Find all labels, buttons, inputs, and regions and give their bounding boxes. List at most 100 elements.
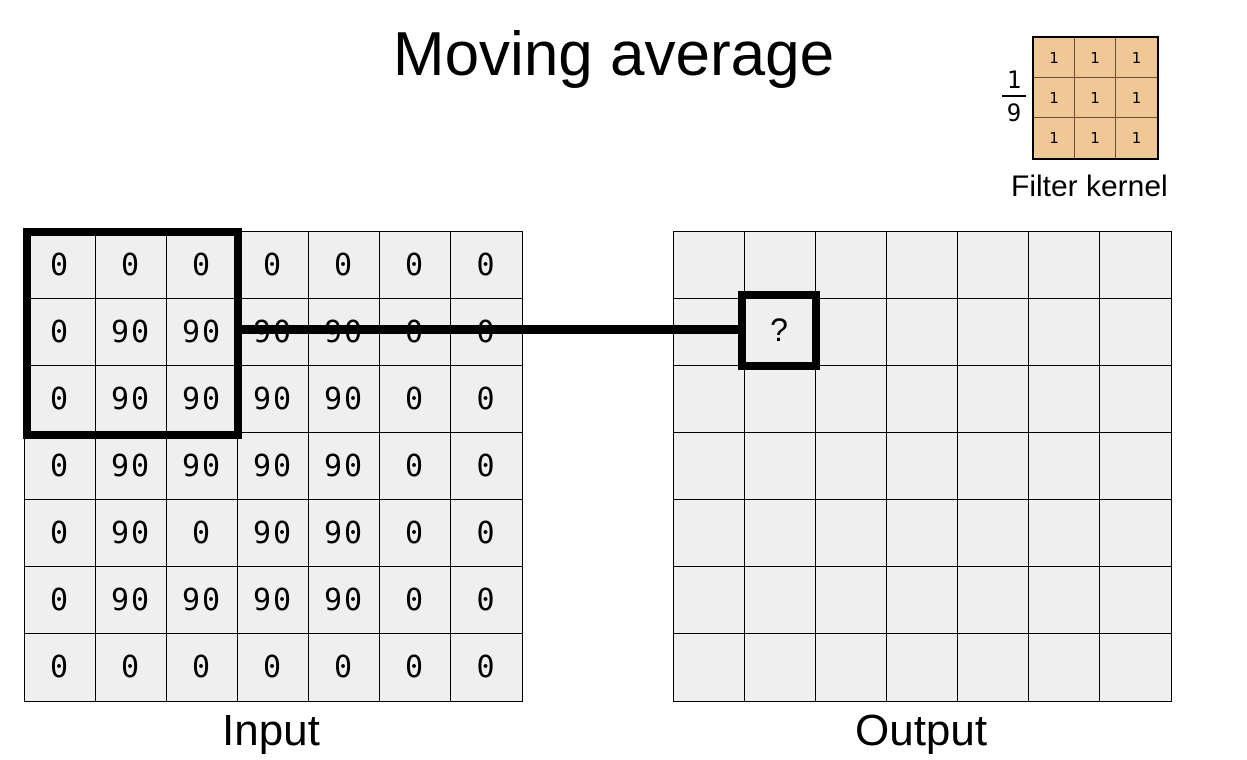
output-cell bbox=[674, 232, 745, 299]
input-cell: 0 bbox=[167, 500, 238, 567]
input-cell: 0 bbox=[451, 500, 522, 567]
input-cell: 0 bbox=[476, 650, 497, 685]
input-cell: 90 bbox=[309, 366, 380, 433]
input-cell: 0 bbox=[167, 634, 238, 701]
output-cell bbox=[887, 567, 958, 634]
fraction-bar bbox=[1002, 95, 1026, 97]
factor-denominator: 9 bbox=[1006, 99, 1022, 127]
output-cell bbox=[1029, 500, 1100, 567]
input-cell: 0 bbox=[380, 232, 451, 299]
input-cell: 0 bbox=[380, 366, 451, 433]
input-cell: 90 bbox=[167, 366, 238, 433]
output-cell bbox=[887, 634, 958, 701]
output-cell bbox=[1029, 634, 1100, 701]
output-cell bbox=[958, 433, 1029, 500]
output-cell bbox=[674, 433, 745, 500]
input-cell: 90 bbox=[238, 500, 309, 567]
output-cell bbox=[1100, 366, 1171, 433]
input-cell: 0 bbox=[380, 500, 451, 567]
input-cell: 90 bbox=[96, 500, 167, 567]
output-cell bbox=[816, 567, 887, 634]
input-cell: 0 bbox=[238, 232, 309, 299]
output-cell bbox=[816, 500, 887, 567]
input-cell: 0 bbox=[309, 634, 380, 701]
output-cell bbox=[745, 232, 816, 299]
output-cell bbox=[1029, 567, 1100, 634]
output-cell bbox=[887, 299, 958, 366]
input-cell: 0 bbox=[25, 500, 96, 567]
output-cell bbox=[958, 232, 1029, 299]
kernel-cell: 1 bbox=[1034, 38, 1075, 78]
output-cell bbox=[1100, 433, 1171, 500]
output-cell bbox=[674, 366, 745, 433]
output-cell bbox=[1029, 366, 1100, 433]
output-cell bbox=[958, 567, 1029, 634]
output-cell bbox=[887, 500, 958, 567]
output-cell bbox=[1100, 567, 1171, 634]
output-cell bbox=[816, 634, 887, 701]
input-cell: 0 bbox=[25, 634, 96, 701]
output-cell bbox=[674, 634, 745, 701]
output-cell bbox=[674, 500, 745, 567]
input-cell: 0 bbox=[238, 634, 309, 701]
kernel-cell: 1 bbox=[1116, 78, 1157, 118]
output-cell bbox=[745, 500, 816, 567]
output-cell bbox=[745, 433, 816, 500]
input-cell: 90 bbox=[309, 433, 380, 500]
input-grid: 0000000090909090000909090900009090909000… bbox=[24, 231, 523, 702]
output-cell bbox=[887, 232, 958, 299]
input-cell: 90 bbox=[238, 433, 309, 500]
input-cell: 0 bbox=[451, 433, 522, 500]
input-cell: 0 bbox=[25, 366, 96, 433]
output-cell bbox=[816, 232, 887, 299]
kernel-cell: 1 bbox=[1075, 118, 1116, 158]
output-target-cell: ? bbox=[738, 291, 820, 370]
kernel-normalization-factor: 1 9 bbox=[1000, 66, 1028, 128]
output-cell bbox=[1029, 299, 1100, 366]
factor-numerator: 1 bbox=[1006, 66, 1022, 94]
output-cell bbox=[816, 366, 887, 433]
input-cell: 90 bbox=[167, 567, 238, 634]
input-cell: 0 bbox=[380, 634, 451, 701]
input-cell: 0 bbox=[309, 232, 380, 299]
output-label: Output bbox=[855, 706, 988, 755]
kernel-cell: 1 bbox=[1075, 38, 1116, 78]
input-cell: 90 bbox=[238, 366, 309, 433]
input-cell: 90 bbox=[96, 567, 167, 634]
output-cell bbox=[887, 433, 958, 500]
input-cell: 0 bbox=[25, 299, 96, 366]
input-cell: 0 bbox=[167, 232, 238, 299]
input-cell: 90 bbox=[309, 567, 380, 634]
input-cell: 0 bbox=[25, 433, 96, 500]
input-cell: 90 bbox=[96, 433, 167, 500]
input-cell: 0 bbox=[380, 567, 451, 634]
kernel-cell: 1 bbox=[1131, 129, 1142, 147]
output-cell bbox=[958, 500, 1029, 567]
output-cell bbox=[1100, 634, 1171, 701]
output-cell bbox=[958, 366, 1029, 433]
input-cell: 0 bbox=[380, 433, 451, 500]
output-cell bbox=[745, 634, 816, 701]
output-cell bbox=[1100, 232, 1171, 299]
window-connector-line bbox=[241, 325, 743, 334]
diagram-title: Moving average bbox=[392, 20, 835, 89]
kernel-cell: 1 bbox=[1075, 78, 1116, 118]
input-cell: 90 bbox=[96, 299, 167, 366]
kernel-label: Filter kernel bbox=[1011, 170, 1168, 203]
output-cell bbox=[1100, 299, 1171, 366]
input-cell: 0 bbox=[451, 366, 522, 433]
output-cell bbox=[674, 567, 745, 634]
input-cell: 90 bbox=[167, 299, 238, 366]
input-cell: 90 bbox=[238, 567, 309, 634]
output-cell bbox=[816, 299, 887, 366]
input-cell: 0 bbox=[96, 232, 167, 299]
output-cell bbox=[1029, 433, 1100, 500]
output-cell bbox=[1029, 232, 1100, 299]
kernel-cell: 1 bbox=[1034, 118, 1075, 158]
input-cell: 90 bbox=[309, 500, 380, 567]
input-label: Input bbox=[222, 706, 320, 755]
output-cell bbox=[958, 634, 1029, 701]
output-cell bbox=[745, 366, 816, 433]
output-cell bbox=[958, 299, 1029, 366]
